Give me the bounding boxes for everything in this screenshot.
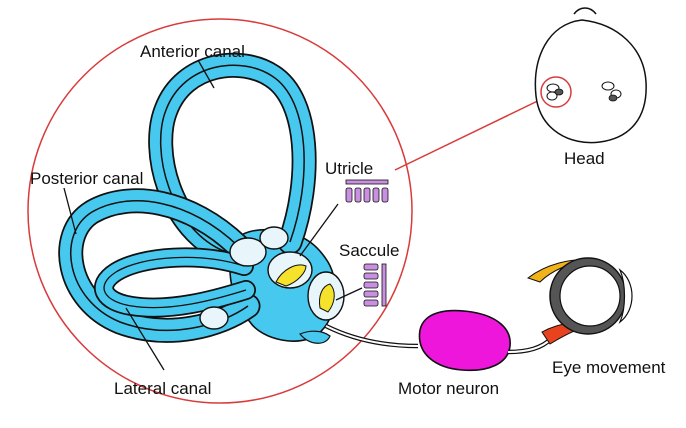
- anterior-canal: [161, 65, 304, 252]
- eyeball-inner: [560, 266, 620, 326]
- ampulla-posterior: [260, 227, 288, 249]
- motor-neuron-body: [419, 311, 510, 371]
- label-utricle: Utricle: [325, 159, 373, 178]
- label-eye-movement: Eye movement: [552, 358, 666, 377]
- label-head: Head: [564, 149, 605, 168]
- inner-ear: [71, 65, 344, 343]
- ampulla-lateral: [200, 307, 228, 329]
- label-motor-neuron: Motor neuron: [398, 379, 499, 398]
- head-outline: [535, 20, 646, 143]
- label-saccule: Saccule: [339, 241, 399, 260]
- zoom-connector-line: [395, 96, 548, 170]
- head-top-view: [535, 8, 646, 143]
- label-lateral-canal: Lateral canal: [114, 379, 211, 398]
- lateral-canal: [104, 257, 246, 307]
- label-anterior-canal: Anterior canal: [140, 42, 245, 61]
- saccule-hair-cells-icon: [364, 264, 386, 306]
- cochlear-stub: [300, 331, 330, 343]
- utricle-hair-cells-icon: [346, 180, 388, 202]
- nose-icon: [574, 8, 596, 14]
- label-posterior-canal: Posterior canal: [30, 169, 143, 188]
- eye: [528, 258, 632, 344]
